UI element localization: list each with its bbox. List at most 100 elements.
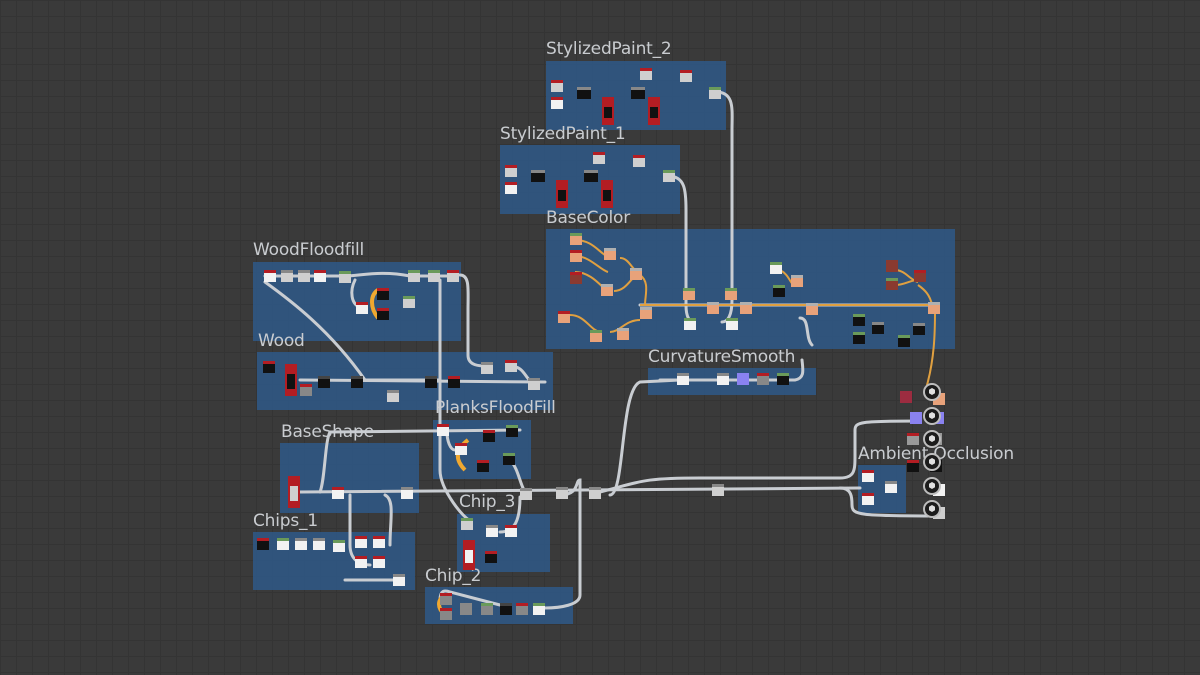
graph-node[interactable] — [314, 270, 326, 282]
graph-node[interactable] — [633, 155, 645, 167]
graph-node[interactable] — [683, 288, 695, 300]
graph-node[interactable] — [640, 68, 652, 80]
graph-node[interactable] — [900, 391, 912, 403]
graph-node[interactable] — [481, 362, 493, 374]
graph-node[interactable] — [885, 481, 897, 493]
graph-node[interactable] — [455, 443, 467, 455]
graph-node[interactable] — [806, 303, 818, 315]
graph-node[interactable] — [853, 332, 865, 344]
graph-node[interactable] — [295, 538, 307, 550]
graph-node[interactable] — [551, 80, 563, 92]
graph-node[interactable] — [356, 302, 368, 314]
graph-node[interactable] — [531, 170, 545, 182]
graph-node[interactable] — [680, 70, 692, 82]
graph-node[interactable] — [437, 424, 449, 436]
graph-node[interactable] — [872, 322, 884, 334]
graph-node[interactable] — [440, 593, 452, 605]
graph-node[interactable] — [717, 373, 729, 385]
graph-node[interactable] — [481, 603, 493, 615]
graph-node[interactable] — [500, 603, 512, 615]
graph-node[interactable] — [551, 97, 563, 109]
graph-node[interactable] — [506, 425, 518, 437]
graph-node[interactable] — [355, 556, 367, 568]
graph-node[interactable] — [589, 487, 601, 499]
graph-node[interactable] — [339, 271, 351, 283]
graph-node[interactable] — [505, 182, 517, 194]
graph-node[interactable] — [862, 470, 874, 482]
graph-node[interactable] — [570, 272, 582, 284]
graph-node[interactable] — [505, 165, 517, 177]
graph-node[interactable] — [533, 603, 545, 615]
graph-node[interactable] — [757, 373, 769, 385]
graph-node[interactable] — [425, 376, 437, 388]
graph-node[interactable] — [791, 275, 803, 287]
graph-node[interactable] — [726, 318, 738, 330]
graph-node[interactable] — [862, 493, 874, 505]
graph-node[interactable] — [601, 180, 613, 208]
graph-node[interactable] — [886, 260, 898, 272]
graph-node[interactable] — [447, 270, 459, 282]
graph-node[interactable] — [928, 302, 940, 314]
output-ambient-occlusion-node[interactable] — [923, 500, 941, 518]
graph-node[interactable] — [910, 412, 922, 424]
graph-node[interactable] — [709, 87, 721, 99]
graph-node[interactable] — [281, 270, 293, 282]
graph-node[interactable] — [440, 608, 452, 620]
graph-node[interactable] — [318, 376, 330, 388]
graph-node[interactable] — [428, 270, 440, 282]
graph-node[interactable] — [528, 378, 540, 390]
graph-node[interactable] — [913, 323, 925, 335]
graph-node[interactable] — [263, 361, 275, 373]
graph-node[interactable] — [648, 97, 660, 125]
graph-node[interactable] — [631, 87, 645, 99]
graph-node[interactable] — [333, 540, 345, 552]
graph-node[interactable] — [355, 536, 367, 548]
graph-node[interactable] — [601, 284, 613, 296]
graph-node[interactable] — [288, 476, 300, 508]
graph-node[interactable] — [505, 360, 517, 372]
graph-node[interactable] — [725, 288, 737, 300]
graph-node[interactable] — [640, 307, 652, 319]
graph-node[interactable] — [448, 376, 460, 388]
graph-node[interactable] — [590, 330, 602, 342]
graph-node[interactable] — [377, 308, 389, 320]
output-height-node[interactable] — [923, 477, 941, 495]
graph-node[interactable] — [684, 318, 696, 330]
graph-node[interactable] — [373, 556, 385, 568]
output-roughness-node[interactable] — [923, 430, 941, 448]
output-basecolor-node[interactable] — [923, 383, 941, 401]
graph-node[interactable] — [604, 248, 616, 260]
graph-node[interactable] — [707, 302, 719, 314]
graph-node[interactable] — [485, 551, 497, 563]
graph-node[interactable] — [460, 603, 472, 615]
graph-node[interactable] — [577, 87, 591, 99]
graph-node[interactable] — [486, 525, 498, 537]
graph-node[interactable] — [907, 433, 919, 445]
graph-node[interactable] — [483, 430, 495, 442]
graph-node[interactable] — [777, 373, 789, 385]
graph-node[interactable] — [773, 285, 785, 297]
graph-node[interactable] — [393, 574, 405, 586]
graph-node[interactable] — [677, 373, 689, 385]
graph-node[interactable] — [914, 270, 926, 282]
graph-node[interactable] — [593, 152, 605, 164]
graph-node[interactable] — [477, 460, 489, 472]
graph-node[interactable] — [712, 484, 724, 496]
graph-node[interactable] — [264, 270, 276, 282]
graph-node[interactable] — [463, 540, 475, 570]
output-metallic-node[interactable] — [923, 453, 941, 471]
graph-node[interactable] — [602, 97, 614, 125]
graph-node[interactable] — [332, 487, 344, 499]
graph-node[interactable] — [570, 250, 582, 262]
graph-node[interactable] — [401, 487, 413, 499]
graph-node[interactable] — [300, 384, 312, 396]
graph-node[interactable] — [461, 518, 473, 530]
graph-node[interactable] — [277, 538, 289, 550]
graph-node[interactable] — [737, 373, 749, 385]
graph-node[interactable] — [516, 603, 528, 615]
graph-node[interactable] — [387, 390, 399, 402]
graph-node[interactable] — [740, 302, 752, 314]
graph-node[interactable] — [373, 536, 385, 548]
output-normal-node[interactable] — [923, 407, 941, 425]
